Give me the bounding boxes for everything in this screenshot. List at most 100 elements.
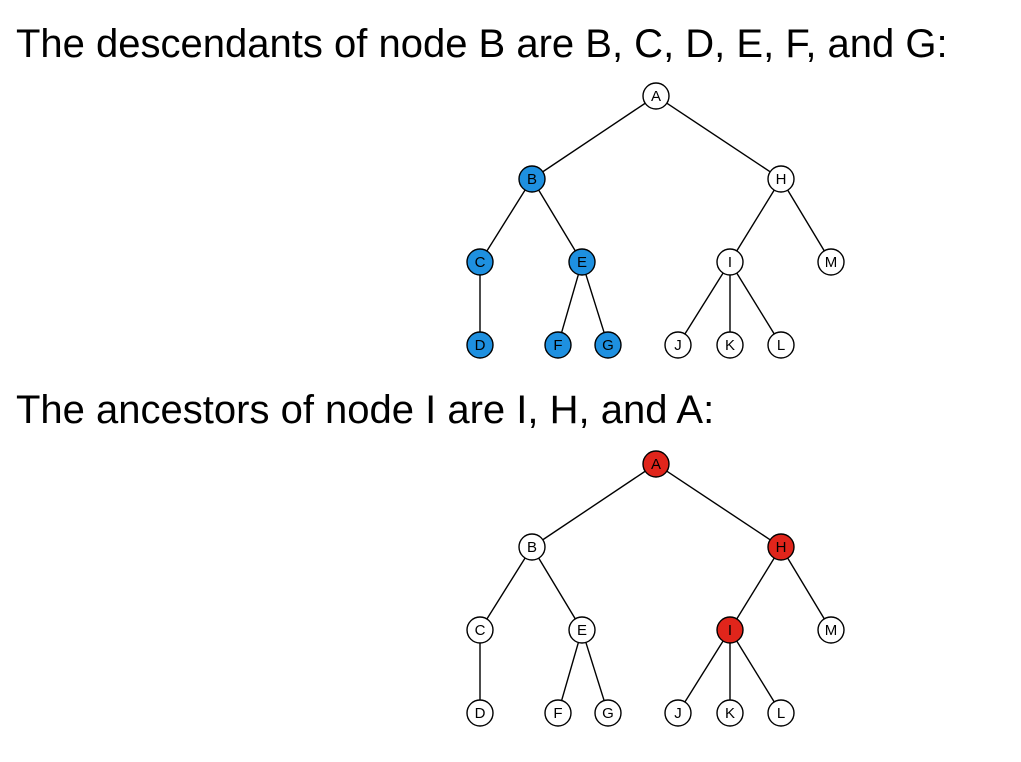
edge-h-i [736,189,775,252]
node-circle [767,331,795,359]
node-label: F [553,337,562,354]
node-l: L [767,331,795,359]
node-circle [466,616,494,644]
edge-h-m [787,557,825,620]
node-label: G [602,705,614,722]
node-i: I [716,616,744,644]
node-label: B [527,539,537,556]
node-f: F [544,699,572,727]
node-circle [568,248,596,276]
node-circle [466,248,494,276]
edge-a-h [666,470,771,541]
node-circle [716,699,744,727]
node-label: M [825,254,838,271]
node-e: E [568,248,596,276]
node-d: D [466,331,494,359]
edge-i-l [736,640,775,703]
edge-b-e [538,189,576,252]
edge-h-m [787,189,825,252]
node-a: A [642,450,670,478]
edge-a-b [542,470,646,541]
node-label: I [728,622,732,639]
node-h: H [767,533,795,561]
node-circle [544,331,572,359]
node-c: C [466,248,494,276]
node-label: A [651,88,661,105]
node-c: C [466,616,494,644]
edge-i-j [684,640,724,703]
edge-h-i [736,557,775,620]
node-circle [817,248,845,276]
node-circle [716,616,744,644]
node-h: H [767,165,795,193]
node-circle [642,450,670,478]
descendants-caption: The descendants of node B are B, C, D, E… [16,22,948,66]
node-label: I [728,254,732,271]
node-circle [767,699,795,727]
node-circle [518,165,546,193]
node-circle [767,533,795,561]
node-label: D [475,337,486,354]
node-j: J [664,331,692,359]
edge-b-e [538,557,576,620]
edge-i-l [736,272,775,335]
node-k: K [716,699,744,727]
node-f: F [544,331,572,359]
node-label: H [776,171,787,188]
node-a: A [642,82,670,110]
node-e: E [568,616,596,644]
node-label: E [577,254,587,271]
node-label: L [777,705,785,722]
node-k: K [716,331,744,359]
node-label: M [825,622,838,639]
node-circle [767,165,795,193]
edge-i-j [684,272,724,335]
node-circle [664,331,692,359]
node-m: M [817,616,845,644]
edge-e-g [585,274,605,333]
node-circle [642,82,670,110]
node-circle [716,248,744,276]
edge-e-f [560,642,580,701]
node-b: B [518,165,546,193]
edge-b-c [486,557,526,620]
node-g: G [594,331,622,359]
edge-e-f [560,274,580,333]
node-circle [664,699,692,727]
node-label: K [725,337,735,354]
node-l: L [767,699,795,727]
node-label: A [651,456,661,473]
node-label: K [725,705,735,722]
node-label: D [475,705,486,722]
edge-e-g [585,642,605,701]
node-label: F [553,705,562,722]
node-circle [594,331,622,359]
node-label: L [777,337,785,354]
node-circle [466,699,494,727]
edge-a-b [542,102,646,173]
node-label: B [527,171,537,188]
node-i: I [716,248,744,276]
node-label: G [602,337,614,354]
descendants-tree-diagram: A B C D E F G H I J K L M [466,82,845,359]
node-j: J [664,699,692,727]
node-circle [594,699,622,727]
node-circle [817,616,845,644]
node-circle [716,331,744,359]
node-circle [466,331,494,359]
ancestors-caption: The ancestors of node I are I, H, and A: [16,388,715,432]
node-label: J [674,705,682,722]
node-circle [518,533,546,561]
node-circle [568,616,596,644]
node-label: H [776,539,787,556]
node-b: B [518,533,546,561]
edge-a-h [666,102,771,173]
node-label: C [475,622,486,639]
node-label: C [475,254,486,271]
node-circle [544,699,572,727]
node-g: G [594,699,622,727]
edge-b-c [486,189,526,252]
node-m: M [817,248,845,276]
node-d: D [466,699,494,727]
